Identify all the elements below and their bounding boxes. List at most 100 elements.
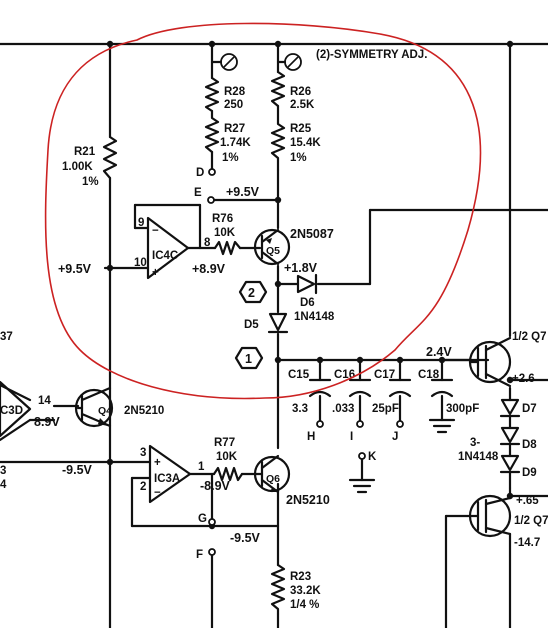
resistor-r77: R77 10K -8.9V [200,437,244,493]
svg-text:10: 10 [134,257,147,269]
svg-text:14: 14 [38,395,51,407]
resistor-r28-trimpot: R28 250 [204,53,246,113]
svg-text:D6: D6 [300,297,315,309]
terminal-k-ground: K [348,451,377,494]
svg-text:-9.5V: -9.5V [62,463,93,477]
svg-text:1/2 Q7: 1/2 Q7 [512,331,547,343]
svg-text:8: 8 [204,237,211,249]
svg-text:D7: D7 [522,403,537,415]
svg-text:R27: R27 [224,123,245,135]
svg-text:R25: R25 [290,123,312,135]
svg-text:R28: R28 [224,86,246,98]
svg-text:300pF: 300pF [446,403,479,415]
svg-text:8.9V: 8.9V [34,415,60,429]
svg-text:1: 1 [198,461,205,473]
capacitor-c15: C15 3.3 H [288,369,332,443]
junction-dot [208,40,216,48]
red-annotation-loop [44,22,482,400]
svg-text:10K: 10K [214,227,236,239]
resistor-r27: R27 1.74K 1% D [196,109,251,179]
svg-text:2.4V: 2.4V [426,345,452,359]
junction-dot [506,376,514,384]
svg-text:Q4: Q4 [98,405,112,417]
svg-text:R23: R23 [290,571,311,583]
svg-text:33.2K: 33.2K [290,585,321,597]
svg-text:IC3A: IC3A [154,473,180,485]
svg-text:1%: 1% [290,152,307,164]
svg-text:R26: R26 [290,86,311,98]
resistor-r25: R25 15.4K 1% [270,104,321,172]
junctions [106,40,514,530]
svg-text:−: − [154,487,161,499]
svg-text:3.3: 3.3 [292,403,308,415]
svg-text:R76: R76 [212,213,233,225]
junction-dot [396,356,404,364]
svg-text:(2)-SYMMETRY ADJ.: (2)-SYMMETRY ADJ. [316,49,427,61]
svg-text:H: H [307,431,315,443]
svg-text:3-: 3- [470,437,480,449]
svg-text:1.74K: 1.74K [220,137,251,149]
svg-text:2: 2 [140,481,146,493]
svg-text:D9: D9 [522,467,537,479]
svg-text:+8.9V: +8.9V [192,262,226,276]
svg-text:D5: D5 [244,319,259,331]
resistor-r23: R23 33.2K 1/4 % [270,563,321,616]
svg-text:D8: D8 [522,439,537,451]
svg-text:37: 37 [0,331,13,343]
junction-dot [506,40,514,48]
ic3d-partial: 37 C3D 14 8.9V 3 4 [0,331,60,491]
transistor-q6: Q6 2N5210 [253,454,330,507]
junction-dot [274,356,282,364]
junction-dot [274,280,282,288]
svg-text:9: 9 [138,217,144,229]
svg-text:-14.7: -14.7 [514,537,540,549]
svg-text:G: G [198,513,207,525]
terminal-d [208,168,216,176]
svg-text:Q6: Q6 [266,473,280,485]
svg-text:1N4148: 1N4148 [294,311,335,323]
svg-text:-9.5V: -9.5V [230,531,261,545]
terminal-e-node: E +9.5V [194,185,260,204]
junction-dot [274,196,282,204]
svg-text:4: 4 [0,479,7,491]
node-marker-1: 1 [234,346,264,370]
junction-dot [356,356,364,364]
svg-text:+9.5V: +9.5V [226,185,260,199]
svg-text:25pF: 25pF [372,403,399,415]
svg-text:C3D: C3D [0,405,23,417]
resistor-r26-trimpot: R26 2.5K (2)-SYMMETRY ADJ. [270,49,427,111]
diode-stack-d7-d9: D7 D8 D9 3- 1N4148 [458,398,537,490]
svg-text:Q5: Q5 [266,245,280,257]
svg-text:+2.6: +2.6 [512,373,535,385]
svg-text:1%: 1% [222,152,239,164]
svg-text:−: − [152,225,159,237]
svg-text:E: E [194,187,202,199]
svg-text:250: 250 [224,99,243,111]
transistor-q5: Q5 2N5087 +1.8V [253,227,334,275]
svg-text:2N5210: 2N5210 [124,405,164,417]
diode-d5: D5 [244,312,289,334]
svg-text:3: 3 [0,465,6,477]
svg-text:1%: 1% [82,176,99,188]
opamp-ic4c: IC4C − + 9 10 8 [134,216,211,280]
fet-q7-bottom: +.65 1/2 Q7 -14.7 [468,494,548,549]
opamp-ic3a: IC3A + − 3 2 1 [140,444,205,504]
svg-text:1.00K: 1.00K [62,161,93,173]
svg-text:3: 3 [140,447,146,459]
junction-dot [106,264,114,272]
terminal-g-node: G -9.5V [198,513,261,545]
svg-text:I: I [350,431,353,443]
capacitor-c18: C18 300pF [418,369,479,434]
junction-dot [106,458,114,466]
node-marker-2: 2 [238,280,268,304]
svg-text:C17: C17 [374,369,395,381]
svg-text:1N4148: 1N4148 [458,451,499,463]
svg-text:IC4C: IC4C [152,250,178,262]
svg-text:2: 2 [248,286,255,300]
svg-text:R21: R21 [74,146,96,158]
svg-text:C18: C18 [418,369,440,381]
svg-text:2.5K: 2.5K [290,99,315,111]
svg-text:F: F [196,549,203,561]
svg-text:+: + [152,267,159,279]
